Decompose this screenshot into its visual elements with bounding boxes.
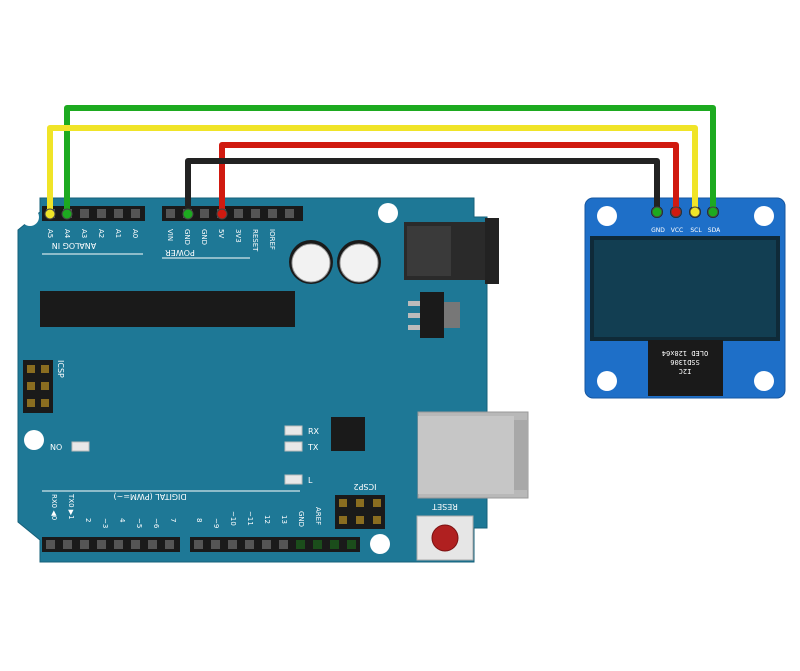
pin-label-d5: ~5	[135, 518, 143, 528]
tx-label: TX	[307, 443, 319, 452]
l-label: L	[308, 476, 313, 485]
wire-end	[707, 206, 719, 218]
pin-label-d8: 8	[195, 518, 203, 522]
icsp-label: ICSP	[56, 360, 65, 378]
wire-a5-scl	[47, 125, 698, 214]
wire-a4-sda	[64, 105, 716, 214]
pin-label-a3: A3	[80, 229, 88, 238]
pin-label-a1: A1	[114, 229, 122, 238]
capacitor	[337, 240, 381, 284]
icsp2-header: ICSP2	[335, 482, 385, 529]
wire-end	[61, 208, 73, 220]
mounting-hole	[378, 203, 398, 223]
wire-end	[44, 208, 56, 220]
pin-label-aref: AREF	[314, 507, 322, 525]
pin-label-gnd: GND	[183, 229, 191, 245]
pin-label-d0: RX0 ◀0	[50, 494, 58, 520]
pin-label-d4: 4	[118, 518, 126, 523]
wire-end	[651, 206, 663, 218]
pin-label-vin: VIN	[166, 229, 174, 241]
oled-pin-vcc: VCC	[671, 227, 683, 234]
pin-label-a2: A2	[97, 229, 105, 238]
pin-label-reset: RESET	[251, 229, 259, 252]
capacitor	[289, 240, 333, 284]
pin-label-d11: ~11	[246, 511, 254, 526]
mounting-hole	[754, 206, 774, 226]
mounting-hole	[754, 371, 774, 391]
reset-label: RESET	[432, 502, 458, 511]
pin-label-d12: 12	[263, 515, 271, 524]
pin-label-d13: 13	[280, 515, 288, 524]
oled-driver-chip	[648, 340, 723, 396]
digital-header-right	[190, 537, 360, 552]
mounting-hole	[370, 534, 390, 554]
pin-label-a5: A5	[46, 229, 54, 238]
pin-label-d1: TX0 ▶1	[67, 493, 75, 520]
oled-screen	[594, 240, 776, 337]
rx-led	[284, 425, 303, 436]
on-label: ON	[50, 442, 62, 451]
pin-label-a4: A4	[63, 229, 71, 239]
usb-b-connector	[417, 411, 529, 499]
power-header: VIN GND GND 5V 3V3 RESET IOREF POWER	[162, 206, 303, 259]
wire-end	[182, 208, 194, 220]
oled-chip-line3: I2C	[679, 367, 692, 375]
arduino-board	[17, 197, 488, 563]
reset-button[interactable]: RESET	[416, 502, 474, 561]
l-led	[284, 474, 303, 485]
usb-controller-chip	[331, 417, 365, 451]
wire-gnd-gnd	[185, 158, 660, 214]
oled-pin-sda: SDA	[708, 227, 721, 234]
pin-label-d7: 7	[169, 518, 177, 522]
pin-label-3v3: 3V3	[234, 229, 242, 243]
pin-label-d10: ~10	[229, 511, 237, 526]
status-leds: RX TX L	[284, 425, 320, 485]
icsp-header: ICSP	[23, 360, 65, 413]
pin-label-gnd-digital: GND	[297, 511, 305, 527]
mounting-hole	[21, 208, 39, 226]
pin-label-d2: 2	[84, 518, 92, 522]
digital-header-left	[42, 537, 180, 552]
wire-end	[216, 208, 228, 220]
oled-pin-scl: SCL	[690, 227, 702, 234]
wire-end	[670, 206, 682, 218]
mounting-hole	[597, 371, 617, 391]
tx-led	[284, 441, 303, 452]
voltage-regulator	[408, 292, 460, 338]
power-label: POWER	[165, 248, 195, 257]
wire-end	[689, 206, 701, 218]
dc-power-jack	[404, 218, 499, 284]
icsp2-label: ICSP2	[354, 482, 377, 491]
wire-5v-vcc	[219, 142, 679, 214]
pin-label-a0: A0	[131, 229, 139, 238]
mounting-hole	[24, 430, 44, 450]
pin-label-gnd2: GND	[200, 229, 208, 245]
oled-pin-gnd: GND	[651, 227, 665, 234]
on-led: ON	[50, 441, 90, 452]
microcontroller-chip	[40, 291, 295, 327]
pin-label-d6: ~6	[152, 518, 160, 529]
rx-label: RX	[308, 427, 320, 436]
pin-label-d9: ~9	[212, 518, 220, 528]
digital-label: DIGITAL (PWM=~)	[113, 492, 186, 501]
pin-label-5v: 5V	[217, 229, 225, 238]
mounting-hole	[597, 206, 617, 226]
pin-label-d3: ~3	[101, 518, 109, 528]
oled-chip-line2: SSD1306	[670, 358, 700, 366]
pin-label-ioref: IOREF	[268, 229, 276, 250]
oled-chip-line1: OLED 128x64	[662, 349, 708, 357]
oled-module: GND VCC SCL SDA OLED 128x64 SSD1306 I2C	[584, 197, 786, 399]
analog-in-label: ANALOG IN	[52, 241, 97, 250]
